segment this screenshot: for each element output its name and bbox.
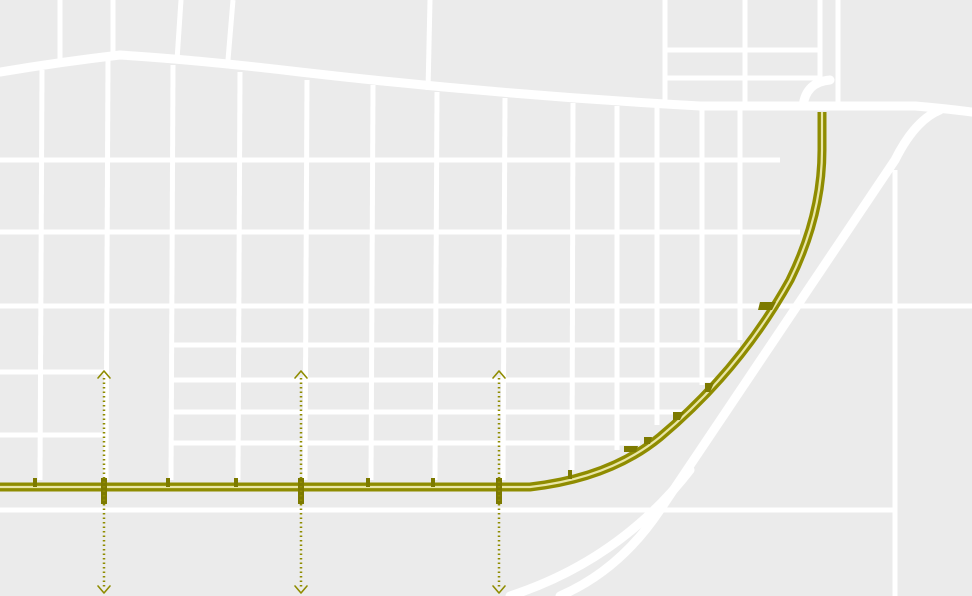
street [432,91,440,481]
street [500,97,508,481]
east-ramp [910,101,972,117]
route-stop-marker [705,383,714,392]
southwest-road [505,465,695,596]
street [235,71,243,481]
arrow-up-icon [294,370,308,379]
street [174,0,184,61]
route-stop-marker [758,302,776,310]
route-stop-marker [644,437,652,444]
street [368,84,376,481]
roundabout-connector [798,75,835,111]
arrow-down-icon [492,585,506,594]
street [168,64,176,481]
main-arterial [0,50,920,111]
route-stop-marker [166,478,170,487]
street [569,102,576,471]
arrow-down-icon [97,585,111,594]
street [302,79,310,481]
route-stop-marker [568,470,572,479]
route-stop-marker [366,478,370,487]
route-stop-marker [33,478,37,487]
route-stop-marker [234,478,238,487]
route-stop-marker [624,446,638,452]
arrow-up-icon [492,370,506,379]
street [103,59,111,481]
route-stop-marker [431,478,435,487]
street [425,0,433,91]
route-centerline [0,112,824,489]
arrow-down-icon [294,585,308,594]
arterial-roads [0,50,972,596]
arrow-up-icon [97,370,111,379]
crossing-connections [97,370,506,594]
street [225,0,236,61]
street [37,69,45,481]
route-stop-marker [673,412,684,420]
